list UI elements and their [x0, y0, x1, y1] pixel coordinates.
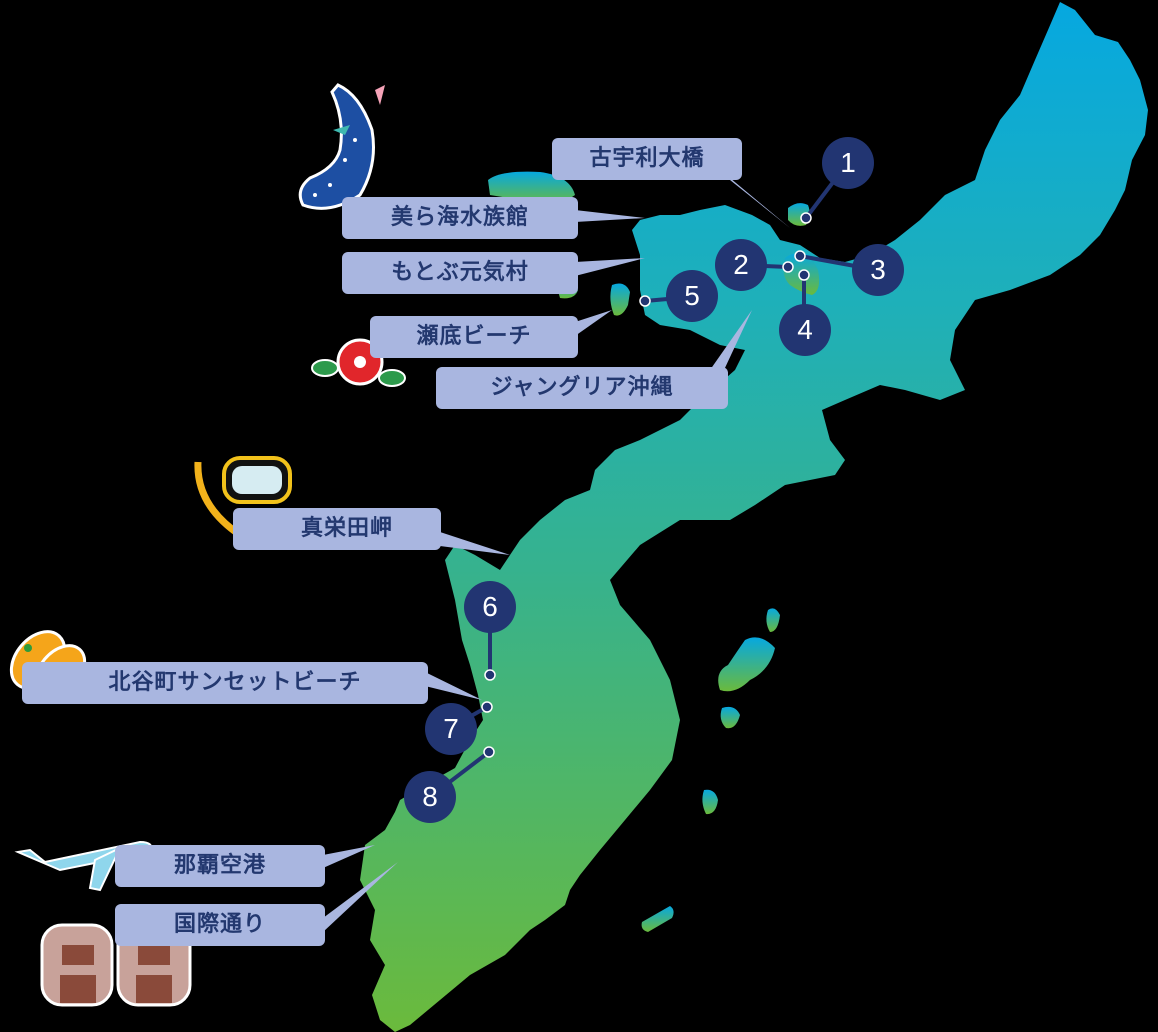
marker-3[interactable]: 3	[852, 244, 904, 296]
label-sesoko-beach[interactable]: 瀬底ビーチ	[370, 316, 578, 358]
whale-shark-icon	[298, 83, 385, 210]
callout-pointers	[323, 168, 790, 932]
marker-4[interactable]: 4	[779, 304, 831, 356]
island-east-1	[766, 608, 780, 632]
marker-6[interactable]: 6	[464, 581, 516, 633]
island-minnajima	[488, 171, 575, 205]
label-motobu-genkimura[interactable]: もとぶ元気村	[342, 252, 578, 294]
island-east-4	[702, 789, 718, 815]
island-east-3	[720, 706, 740, 729]
label-chatan-sunset-beach[interactable]: 北谷町サンセットビーチ	[22, 662, 428, 704]
marker-5[interactable]: 5	[666, 270, 718, 322]
snorkel-mask-icon	[194, 456, 292, 539]
island-east-2	[718, 637, 775, 692]
label-naha-airport[interactable]: 那覇空港	[115, 845, 325, 887]
label-junglia-okinawa[interactable]: ジャングリア沖縄	[436, 367, 728, 409]
island-sesoko	[610, 283, 630, 316]
island-kudaka	[641, 906, 674, 932]
main-island	[360, 2, 1148, 1032]
marker-8[interactable]: 8	[404, 771, 456, 823]
marker-dots	[481, 212, 812, 758]
marker-1[interactable]: 1	[822, 137, 874, 189]
label-churaumi-aquarium[interactable]: 美ら海水族館	[342, 197, 578, 239]
label-kouri-bridge[interactable]: 古宇利大橋	[552, 138, 742, 180]
label-kokusai-street[interactable]: 国際通り	[115, 904, 325, 946]
label-cape-maeda[interactable]: 真栄田岬	[233, 508, 441, 550]
marker-2[interactable]: 2	[715, 239, 767, 291]
marker-7[interactable]: 7	[425, 703, 477, 755]
